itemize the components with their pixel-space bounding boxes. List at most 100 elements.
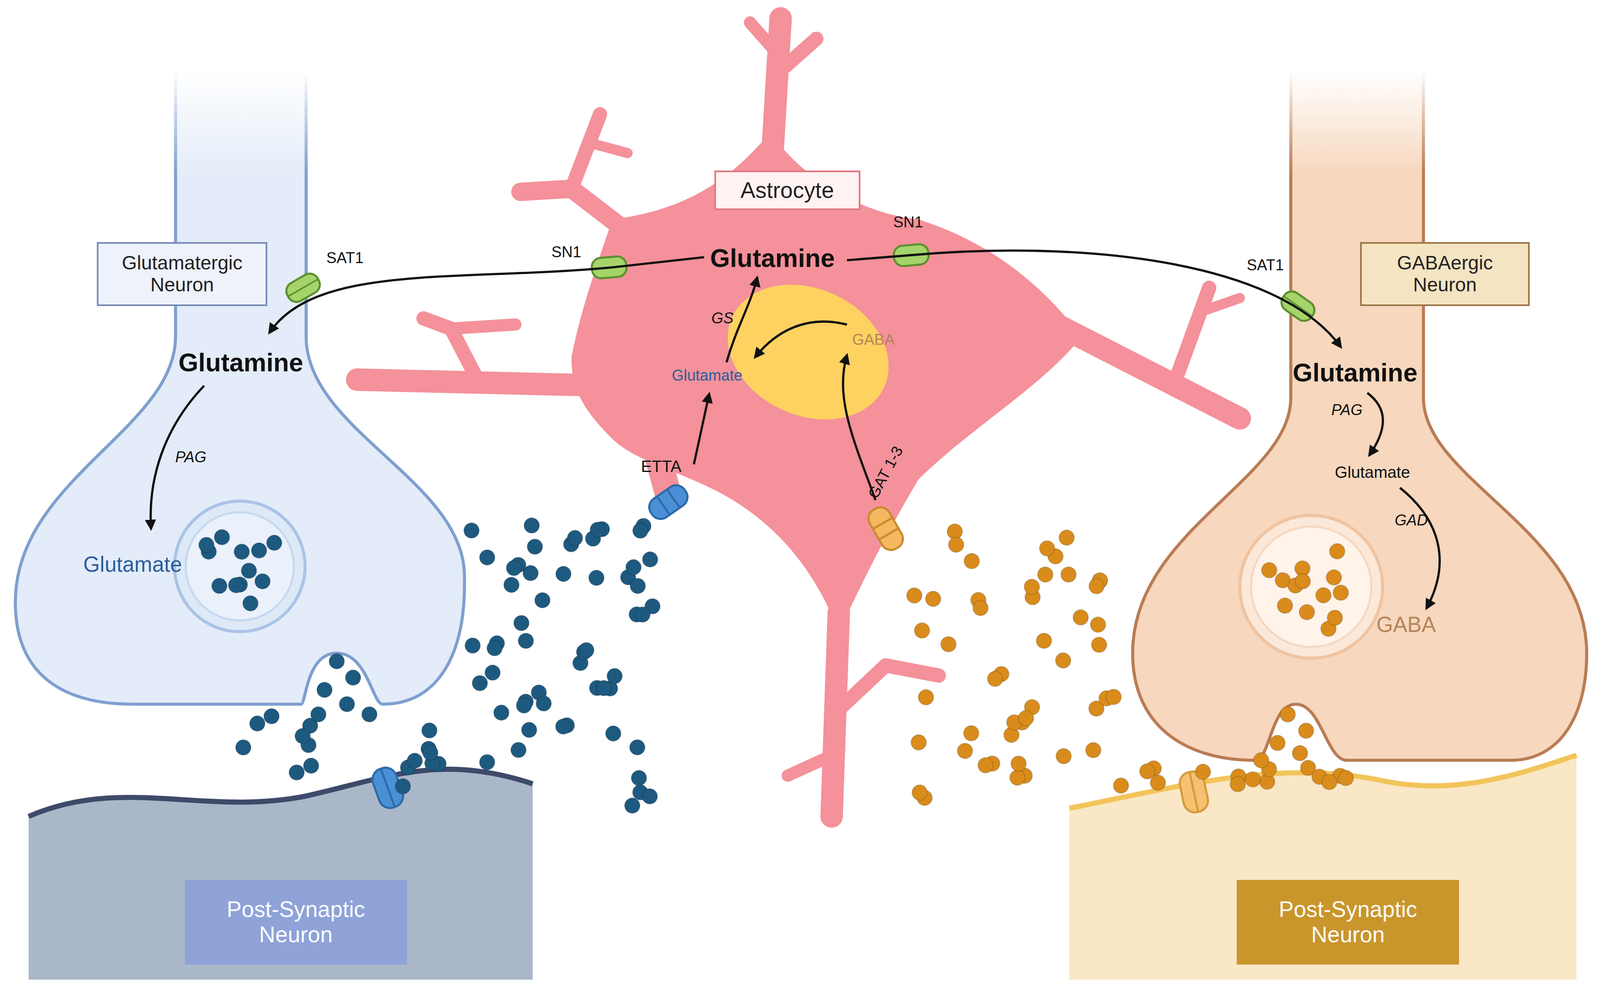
transmitter-molecule (1011, 756, 1027, 772)
transmitter-molecule (511, 742, 527, 758)
transmitter-molecule (310, 706, 326, 722)
label-box: Astrocyte (714, 170, 861, 211)
transmitter-molecule (361, 706, 377, 722)
transmitter-molecule (912, 784, 928, 800)
transmitter-molecule (632, 522, 648, 538)
label-box: Post-Synaptic Neuron (184, 879, 408, 965)
transmitter-molecule (266, 535, 282, 551)
vesicle-inner (185, 512, 294, 621)
transmitter-molecule (535, 695, 552, 711)
transmitter-molecule (303, 758, 319, 774)
transmitter-molecule (484, 665, 501, 681)
pathway-arrow (1400, 487, 1440, 609)
transmitter-molecule (421, 722, 437, 738)
receptor-band (380, 768, 395, 807)
transmitter-molecule (906, 587, 922, 603)
pathway-label: Glutamine (178, 349, 304, 376)
pathway-arrow (846, 250, 1341, 347)
transmitter-molecule (1060, 567, 1076, 583)
transmitter-molecule (596, 680, 612, 696)
transmitter-molecule (641, 788, 658, 804)
transmitter-molecule (578, 642, 594, 658)
transmitter-molecule (605, 725, 621, 741)
pathway-label: SN1 (893, 214, 924, 230)
pathway-arrow (1367, 392, 1383, 456)
transmitter-molecule (534, 592, 550, 608)
transmitter-molecule (1315, 587, 1332, 603)
transmitter-molecule (242, 595, 259, 611)
box-label: Glutamatergic Neuron (109, 252, 256, 296)
transmitter-molecule (493, 705, 509, 721)
transmitter-molecule (516, 697, 532, 714)
transporter-shape (645, 481, 692, 523)
astrocyte-process (833, 665, 939, 714)
transmitter-molecule (1059, 529, 1075, 546)
astrocyte-process (589, 142, 628, 153)
astrocyte-process (450, 324, 516, 329)
astrocyte-processes (356, 18, 1240, 817)
astrocyte-nucleus (705, 259, 911, 445)
box-label: Post-Synaptic Neuron (194, 896, 397, 947)
transmitter-molecule (1018, 710, 1034, 726)
gaba-transporter (864, 503, 907, 554)
transmitter-molecule (1036, 633, 1052, 649)
transmitter-molecule (211, 577, 227, 594)
transmitter-molecule (588, 569, 605, 586)
transmitter-molecule (567, 530, 583, 546)
transmitter-molecule (487, 640, 503, 656)
pathway-arrow (269, 257, 705, 333)
neurotransmitter-dots (198, 517, 1354, 814)
transmitter-molecule (642, 551, 658, 568)
transmitter-molecule (1195, 764, 1211, 780)
pathway-label: GABA (852, 332, 895, 348)
transmitter-molecule (241, 562, 257, 578)
label-box: Post-Synaptic Neuron (1236, 879, 1459, 965)
transmitter-molecule (249, 715, 265, 731)
transmitter-molecule (629, 739, 645, 755)
post-synaptic-body (28, 769, 533, 980)
transmitter-molecule (524, 517, 540, 533)
transmitter-molecule (631, 770, 647, 786)
pathway-label: PAG (175, 449, 207, 465)
transmitter-molecule (1333, 585, 1349, 601)
transmitter-molecule (513, 615, 530, 631)
pathway-label: ETTA (641, 457, 682, 475)
post-synaptic-membrane (28, 769, 533, 817)
astrocyte-process (750, 22, 780, 56)
transmitter-molecule (555, 566, 571, 582)
transmitter-molecule (630, 578, 646, 594)
transmitter-molecule (1327, 609, 1343, 626)
transmitter-molecule (295, 728, 311, 744)
pathway-label: SAT1 (1246, 257, 1284, 273)
transmitter-molecule (1056, 748, 1072, 764)
transmitter-molecule (987, 670, 1003, 687)
transmitter-molecule (1072, 609, 1089, 625)
pathway-label: GABA (1376, 613, 1436, 636)
transmitter-molecule (1113, 777, 1129, 794)
transmitter-molecule (555, 718, 571, 735)
transporter-band (1283, 296, 1313, 317)
transmitter-molecule (1269, 735, 1286, 751)
post-synaptic-membrane (1069, 755, 1577, 809)
transmitter-molecule (1280, 706, 1296, 722)
transmitter-molecule (1088, 578, 1105, 594)
transmitter-molecule (1085, 742, 1101, 758)
transmitter-molecule (251, 542, 267, 558)
transmitter-molecule (606, 668, 623, 684)
transmitter-molecule (963, 725, 979, 741)
transmitter-molecule (1037, 567, 1053, 583)
transmitter-molecule (395, 778, 411, 794)
box-label: GABAergic Neuron (1372, 252, 1518, 296)
transmitter-molecule (316, 681, 333, 698)
transmitter-molecule (518, 633, 534, 649)
transmitter-molecule (1292, 745, 1308, 761)
pathway-label: SN1 (551, 244, 582, 260)
transmitter-molecule (1055, 652, 1071, 669)
transporter-band (878, 528, 899, 540)
transmitter-molecule (234, 543, 250, 560)
astrocyte-process (1173, 287, 1210, 387)
transmitter-molecule (948, 537, 964, 553)
astrocyte-process (787, 755, 833, 776)
pathway-label: SAT1 (326, 250, 364, 266)
transporter-band (287, 279, 318, 297)
